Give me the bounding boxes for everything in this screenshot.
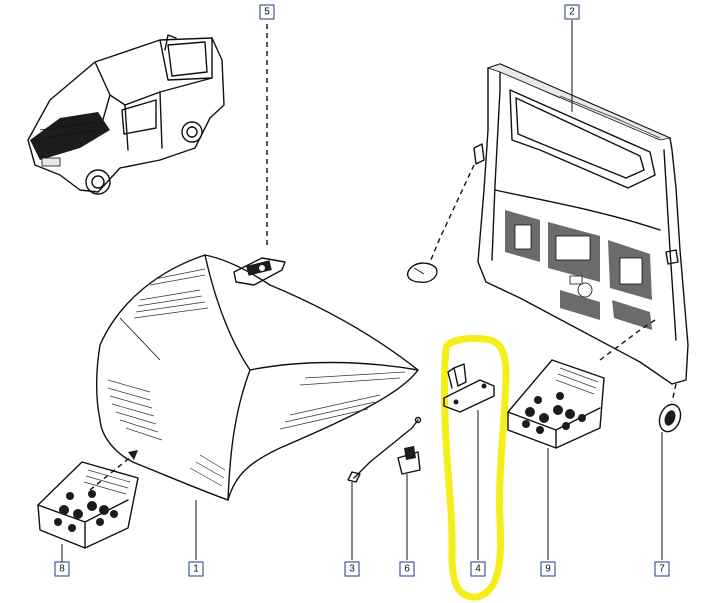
svg-text:6: 6 [404, 564, 410, 575]
callout-7: 7 [654, 561, 670, 577]
part-6-grommet [397, 446, 421, 560]
callout-8: 8 [54, 561, 70, 577]
part-7-plug [658, 383, 682, 560]
callout-6: 6 [399, 561, 415, 577]
hood-shading [107, 268, 406, 487]
svg-text:7: 7 [659, 564, 665, 575]
callout-4: 4 [470, 561, 486, 577]
part-8-clips [37, 450, 139, 562]
part-4-latch-plate [441, 334, 510, 601]
highlight-outline [441, 334, 510, 601]
callout-1: 1 [188, 561, 204, 577]
svg-text:9: 9 [545, 564, 551, 575]
callout-5: 5 [259, 4, 275, 20]
svg-text:4: 4 [475, 564, 481, 575]
part-3-prop-rod [347, 416, 422, 560]
part-2-tailgate [406, 20, 689, 385]
callout-3: 3 [344, 561, 360, 577]
svg-text:3: 3 [349, 564, 355, 575]
svg-text:1: 1 [193, 564, 199, 575]
svg-text:2: 2 [569, 7, 575, 18]
part-9-clips [507, 319, 656, 560]
part-5-latch [233, 20, 286, 286]
callout-9: 9 [540, 561, 556, 577]
hood-panel [95, 254, 419, 501]
svg-text:8: 8 [59, 564, 65, 575]
van-illustration [27, 34, 225, 195]
svg-text:5: 5 [264, 7, 270, 18]
callout-2: 2 [564, 4, 580, 20]
